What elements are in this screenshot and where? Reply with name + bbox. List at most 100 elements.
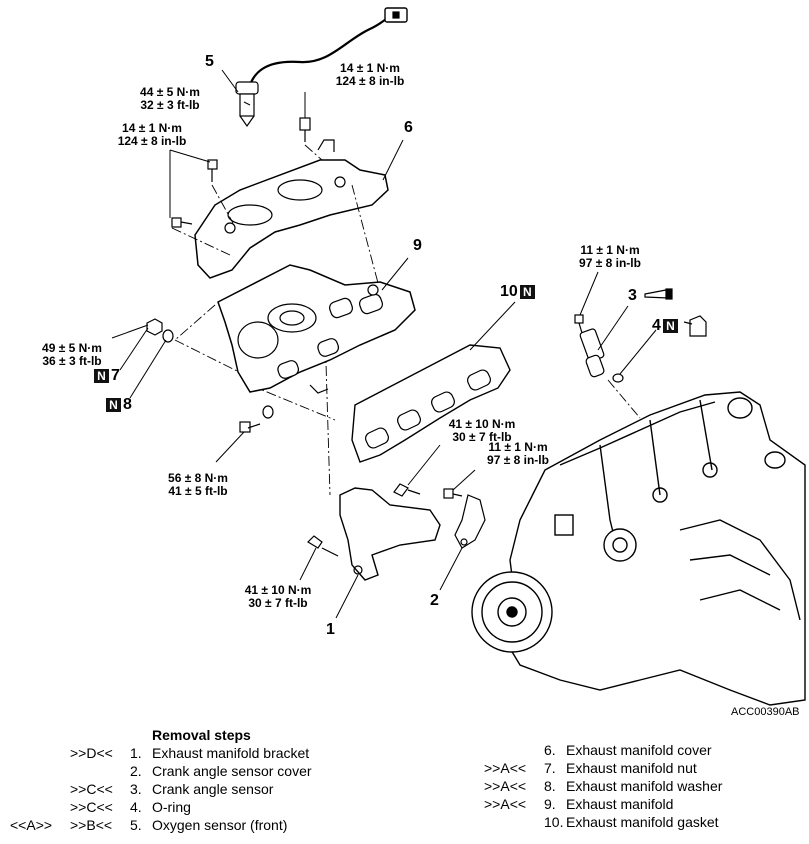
callout-4-number: 4 (652, 317, 661, 334)
step-row: 10. Exhaust manifold gasket (470, 813, 800, 831)
callout-7-number: 7 (111, 367, 120, 384)
crankshaft-pulley (471, 571, 553, 653)
step-ref-1: <<A>> (10, 817, 53, 833)
step-ref: >>A<< (484, 796, 527, 812)
exhaust-manifold-bracket (307, 483, 441, 581)
crank-angle-sensor-cover (443, 488, 486, 549)
bolt-cover-left-upper (207, 159, 218, 182)
bolt-cover-left-lower (171, 217, 193, 228)
step-label: Exhaust manifold (566, 796, 674, 812)
torque-imperial: 30 ± 7 ft-lb (248, 596, 308, 610)
torque-imperial: 124 ± 8 in-lb (117, 134, 187, 148)
n-symbol-icon: N (662, 318, 678, 333)
callout-9: 9 (413, 237, 422, 254)
torque-label-bracket-lower: 41 ± 10 N·m 30 ± 7 ft-lb (228, 584, 328, 610)
engine-oil-can-icon (683, 315, 707, 337)
step-row: >>C<< 3. Crank angle sensor (0, 780, 420, 798)
torque-label-lower-bolt: 56 ± 8 N·m 41 ± 5 ft-lb (148, 472, 248, 498)
callout-2: 2 (430, 592, 439, 609)
torque-label-oxygen-sensor: 44 ± 5 N·m 32 ± 3 ft-lb (120, 86, 220, 112)
torque-label-sensor-cover-bolt: 11 ± 1 N·m 97 ± 8 in-lb (468, 441, 568, 467)
step-row: >>C<< 4. O-ring (0, 798, 420, 816)
manifold-washer (162, 329, 274, 419)
torque-imperial: 41 ± 5 ft-lb (168, 484, 228, 498)
torque-label-bracket-upper: 41 ± 10 N·m 30 ± 7 ft-lb (432, 418, 532, 444)
step-ref: >>A<< (484, 778, 527, 794)
callout-3: 3 (628, 287, 637, 304)
torque-metric: 11 ± 1 N·m (580, 243, 640, 257)
step-number: 5. (130, 817, 142, 833)
step-label: Crank angle sensor cover (152, 763, 312, 779)
step-number: 2. (130, 763, 142, 779)
callout-6: 6 (404, 119, 413, 136)
step-number: 9. (544, 796, 556, 812)
step-ref-2: >>D<< (70, 745, 113, 761)
exhaust-manifold-gasket (351, 344, 511, 463)
removal-steps-left: Removal steps >>D<< 1. Exhaust manifold … (0, 726, 420, 834)
step-label: Exhaust manifold washer (566, 778, 723, 794)
torque-metric: 14 ± 1 N·m (340, 61, 400, 75)
step-ref: >>A<< (484, 760, 527, 776)
torque-imperial: 36 ± 3 ft-lb (42, 354, 102, 368)
steps-title-row: Removal steps (0, 726, 420, 744)
step-label: Exhaust manifold bracket (152, 745, 310, 761)
torque-imperial: 30 ± 7 ft-lb (452, 430, 512, 444)
steps-title: Removal steps (152, 727, 251, 743)
torque-label-top-bolt: 14 ± 1 N·m 124 ± 8 in-lb (320, 62, 420, 88)
step-number: 7. (544, 760, 556, 776)
removal-steps-right: 6. Exhaust manifold cover >>A<< 7. Exhau… (470, 741, 800, 831)
step-row: 6. Exhaust manifold cover (470, 741, 800, 759)
step-number: 1. (130, 745, 142, 761)
callout-5: 5 (205, 53, 214, 70)
torque-label-manifold-nut: 49 ± 5 N·m 36 ± 3 ft-lb (22, 342, 122, 368)
crank-angle-sensor (574, 314, 605, 378)
torque-metric: 41 ± 10 N·m (244, 583, 312, 597)
manifold-nut (146, 318, 163, 336)
n-symbol-icon: N (94, 368, 109, 383)
torque-metric: 56 ± 8 N·m (168, 471, 228, 485)
callout-1: 1 (326, 621, 335, 638)
step-label: Oxygen sensor (front) (152, 817, 288, 833)
step-label: Exhaust manifold cover (566, 742, 712, 758)
n-symbol-icon: N (519, 284, 535, 299)
step-row: 2. Crank angle sensor cover (0, 762, 420, 780)
torque-imperial: 97 ± 8 in-lb (579, 256, 641, 270)
step-ref-2: >>C<< (70, 799, 113, 815)
torque-imperial: 32 ± 3 ft-lb (140, 98, 200, 112)
step-label: O-ring (152, 799, 191, 815)
step-label: Exhaust manifold gasket (566, 814, 719, 830)
torque-imperial: 124 ± 8 in-lb (335, 74, 405, 88)
step-number: 4. (130, 799, 142, 815)
step-number: 10. (544, 814, 564, 830)
engine-block (504, 391, 806, 706)
step-label: Exhaust manifold nut (566, 760, 697, 776)
bolt-top-right (299, 117, 311, 142)
leader-lines (111, 69, 657, 619)
step-ref-2: >>C<< (70, 781, 113, 797)
oxygen-sensor (235, 7, 408, 128)
o-ring (612, 373, 624, 383)
torque-metric: 49 ± 5 N·m (42, 341, 102, 355)
sealant-tube-icon (644, 288, 673, 300)
torque-label-cover-bolts: 14 ± 1 N·m 124 ± 8 in-lb (102, 122, 202, 148)
step-number: 8. (544, 778, 556, 794)
step-number: 6. (544, 742, 556, 758)
exhaust-manifold-cover (194, 139, 389, 279)
torque-metric: 11 ± 1 N·m (488, 440, 548, 454)
step-row: >>A<< 7. Exhaust manifold nut (470, 759, 800, 777)
torque-metric: 44 ± 5 N·m (140, 85, 200, 99)
figure-code: ACC00390AB (731, 706, 800, 718)
torque-label-crank-sensor-bolt: 11 ± 1 N·m 97 ± 8 in-lb (560, 244, 660, 270)
step-row: <<A>> >>B<< 5. Oxygen sensor (front) (0, 816, 420, 834)
torque-metric: 14 ± 1 N·m (122, 121, 182, 135)
step-label: Crank angle sensor (152, 781, 274, 797)
torque-imperial: 97 ± 8 in-lb (487, 453, 549, 467)
step-number: 3. (130, 781, 142, 797)
step-row: >>A<< 8. Exhaust manifold washer (470, 777, 800, 795)
callout-10-number: 10 (500, 283, 518, 300)
